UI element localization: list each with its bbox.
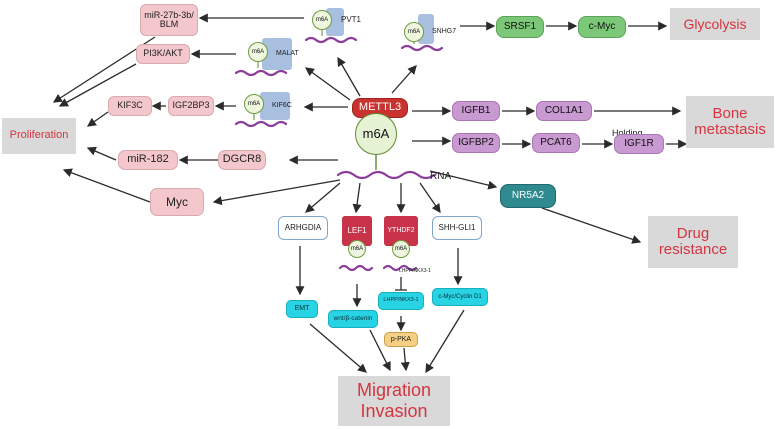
arrow-wnt-to-migration xyxy=(369,329,391,372)
m6a-badge-lef1: m6A xyxy=(348,240,366,258)
arrow-pi3k-to-proliferation xyxy=(58,63,137,107)
rna-strand-center xyxy=(336,170,436,180)
m6a-badge-malat: m6A xyxy=(248,42,268,62)
arrow-ppka-to-migration xyxy=(400,347,410,372)
rna-strand-malat xyxy=(234,69,288,77)
arrow-rna-to-arhgdia xyxy=(305,182,341,213)
arrow-rna-to-myc xyxy=(212,179,341,206)
mir182-node: miR-182 xyxy=(118,150,178,170)
myc-node: Myc xyxy=(150,188,204,216)
rna-strand-ythdf2 xyxy=(382,264,418,272)
igfb1-node: IGFB1 xyxy=(452,101,500,121)
arrow-rna-to-lef1 xyxy=(352,182,362,214)
arrow-cmyc-cyclin-to-migration xyxy=(425,309,465,374)
drug-resistance-outcome: Drug resistance xyxy=(648,216,738,268)
holding-label: Holding xyxy=(612,128,643,138)
rna-strand-kif6c xyxy=(234,120,288,128)
mir27b-blm-node: miR-27b-3b/ BLM xyxy=(140,4,198,36)
arrow-center-to-malat xyxy=(304,67,351,101)
label-snhg7: SNHG7 xyxy=(432,28,457,35)
reader-block-kif6c xyxy=(260,92,290,120)
lhpp-nkx3-node: LHPP/NKX3-1 xyxy=(378,292,424,310)
rna-strand-lef1 xyxy=(338,264,374,272)
cmyc-node: c-Myc xyxy=(578,16,626,38)
col1a1-node: COL1A1 xyxy=(536,101,592,121)
label-malat: MALAT xyxy=(276,50,299,57)
srsf1-node: SRSF1 xyxy=(496,16,544,38)
rna-strand-pvt1 xyxy=(304,36,358,44)
wnt-beta-catenin-node: wnt/β-catenin xyxy=(328,310,378,328)
arhgdia-node: ARHGDIA xyxy=(278,216,328,240)
igfbp2-node: IGFBP2 xyxy=(452,133,500,153)
label-kif6c: KIF6C xyxy=(272,102,292,109)
arrow-rna-to-shh xyxy=(419,182,441,214)
shh-gli1-node: SHH-GLI1 xyxy=(432,216,482,240)
arrow-emt-to-migration xyxy=(309,323,367,373)
p-pka-node: p-PKA xyxy=(384,332,418,347)
nr5a2-node: NR5A2 xyxy=(500,184,556,208)
m6a-badge-ythdf2: m6A xyxy=(392,240,410,258)
label-pvt1: PVT1 xyxy=(341,15,362,24)
m6a-center-node: m6A xyxy=(355,113,397,155)
arrow-center-to-pvt1 xyxy=(337,56,361,97)
arrow-rna-to-nr5a2 xyxy=(429,170,498,190)
rna-label: RNA xyxy=(430,171,452,182)
proliferation-outcome: Proliferation xyxy=(2,118,76,154)
emt-node: EMT xyxy=(286,300,318,318)
migration-invasion-outcome: Migration Invasion xyxy=(338,376,450,426)
cmyc-cyclin-d1-node: c-Myc/Cyclin D1 xyxy=(432,288,488,306)
igf1r-node: IGF1R xyxy=(614,134,664,154)
rna-strand-snhg7 xyxy=(400,44,444,52)
arrow-nr5a2-to-drug xyxy=(541,207,642,244)
m6a-badge-snhg7: m6A xyxy=(404,22,424,42)
lhpp-rna-label: LHPP/NKX3-1 xyxy=(399,268,431,274)
m6a-badge-pvt1: m6A xyxy=(312,10,332,30)
arrow-kif3c-to-proliferation xyxy=(86,111,109,127)
glycolysis-outcome: Glycolysis xyxy=(670,8,760,40)
arrow-myc-to-proliferation xyxy=(62,168,151,203)
pi3k-akt-node: PI3K/AKT xyxy=(136,44,190,64)
arrow-mir182-to-proliferation xyxy=(86,146,117,161)
kif3c-node: KIF3C xyxy=(108,96,152,116)
dgcr8-node: DGCR8 xyxy=(218,150,266,170)
igf2bp3-node: IGF2BP3 xyxy=(168,96,214,116)
m6a-badge-kif6c: m6A xyxy=(244,94,264,114)
arrow-center-to-snhg7 xyxy=(391,65,417,94)
ythdf2-node: YTHDF2 xyxy=(384,216,418,246)
pcat6-node: PCAT6 xyxy=(532,133,580,153)
bone-metastasis-outcome: Bone metastasis xyxy=(686,96,774,148)
